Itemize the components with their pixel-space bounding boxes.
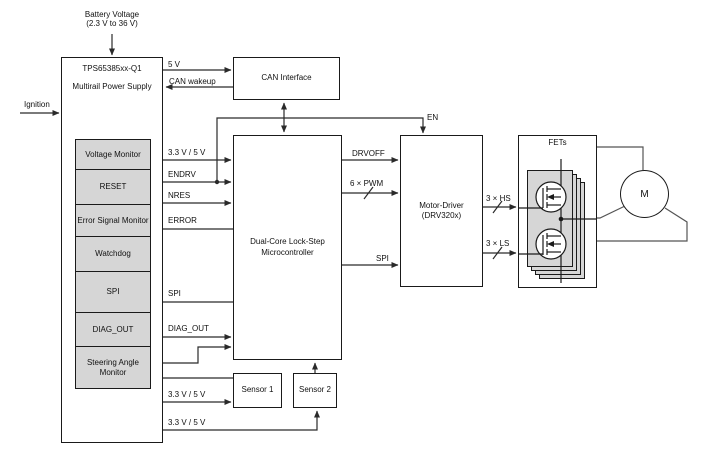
fets-block: FETs bbox=[518, 135, 597, 288]
module-spi: SPI bbox=[75, 271, 151, 313]
mosfet-hs-icon bbox=[519, 181, 567, 213]
module-label: Steering Angle Monitor bbox=[86, 357, 140, 377]
sensor1-label: Sensor 1 bbox=[241, 385, 274, 395]
power-supply-title: TPS65385xx-Q1 bbox=[82, 64, 142, 73]
line-steering-to-mcu bbox=[151, 344, 232, 364]
battery-voltage-line1: Battery Voltage bbox=[84, 10, 140, 19]
motor-driver-block: Motor-Driver (DRV320x) bbox=[400, 135, 483, 287]
signal-label-en: EN bbox=[427, 113, 439, 122]
pwm-bus-slash bbox=[363, 186, 374, 200]
signal-label-ls: 3 × LS bbox=[486, 239, 510, 248]
signal-label-error: ERROR bbox=[168, 216, 197, 225]
battery-voltage-label: Battery Voltage (2.3 V to 36 V) bbox=[57, 10, 167, 28]
power-supply-subtitle: Multirail Power Supply bbox=[72, 82, 152, 92]
signal-label-diag-out: DIAG_OUT bbox=[168, 324, 209, 333]
sensor1-block: Sensor 1 bbox=[233, 373, 282, 408]
signal-label-spi-right: SPI bbox=[376, 254, 389, 263]
mosfet-symbols bbox=[519, 159, 596, 283]
module-error-signal-monitor: Error Signal Monitor bbox=[75, 204, 151, 237]
signal-label-spi-left: SPI bbox=[168, 289, 181, 298]
signal-label-rail33-1: 3.3 V / 5 V bbox=[168, 148, 206, 157]
motor-circle: M bbox=[620, 170, 669, 218]
module-label: Error Signal Monitor bbox=[77, 215, 149, 225]
module-voltage-monitor: Voltage Monitor bbox=[75, 139, 151, 170]
module-label: SPI bbox=[106, 287, 120, 296]
ls-bus-slash bbox=[492, 246, 503, 260]
signal-label-5v: 5 V bbox=[168, 60, 181, 69]
module-reset: RESET bbox=[75, 169, 151, 205]
endrv-junction-dot bbox=[214, 179, 220, 185]
phase-tap-dot bbox=[558, 216, 564, 222]
motor-label: M bbox=[640, 188, 649, 200]
signal-label-hs: 3 × HS bbox=[486, 194, 511, 203]
mosfet-ls-icon bbox=[519, 228, 567, 260]
module-steering-angle-monitor: Steering Angle Monitor bbox=[75, 346, 151, 389]
signal-label-drvoff: DRVOFF bbox=[352, 149, 385, 158]
signal-label-can-wakeup: CAN wakeup bbox=[169, 77, 216, 86]
power-supply-modules: Voltage Monitor RESET Error Signal Monit… bbox=[75, 139, 151, 389]
mcu-block: Dual-Core Lock-Step Microcontroller bbox=[233, 135, 342, 360]
signal-label-endrv: ENDRV bbox=[168, 170, 196, 179]
signal-label-rail33-2: 3.3 V / 5 V bbox=[168, 390, 206, 399]
signal-label-pwm: 6 × PWM bbox=[350, 179, 384, 188]
signal-label-rail33-3: 3.3 V / 5 V bbox=[168, 418, 206, 427]
sensor2-label: Sensor 2 bbox=[298, 385, 332, 395]
module-watchdog: Watchdog bbox=[75, 236, 151, 272]
module-diag-out: DIAG_OUT bbox=[75, 312, 151, 347]
battery-voltage-line2: (2.3 V to 36 V) bbox=[86, 19, 138, 29]
can-interface-label: CAN Interface bbox=[261, 73, 312, 83]
can-interface-block: CAN Interface bbox=[233, 57, 340, 100]
mcu-label-line1: Dual-Core Lock-Step bbox=[250, 237, 325, 247]
ignition-label: Ignition bbox=[24, 100, 50, 109]
module-label: Watchdog bbox=[95, 249, 131, 258]
motor-phase-top bbox=[597, 146, 644, 170]
module-label: DIAG_OUT bbox=[92, 324, 134, 334]
module-label: Voltage Monitor bbox=[85, 149, 141, 159]
module-label: RESET bbox=[99, 182, 127, 191]
motor-driver-label-line2: (DRV320x) bbox=[421, 211, 462, 220]
motor-driver-label-line1: Motor-Driver bbox=[419, 200, 464, 210]
fets-label: FETs bbox=[548, 138, 567, 147]
power-supply-block: TPS65385xx-Q1 Multirail Power Supply Vol… bbox=[61, 57, 163, 443]
motor-phase-mid bbox=[597, 205, 626, 219]
sensor2-block: Sensor 2 bbox=[293, 373, 337, 408]
signal-label-nres: NRES bbox=[168, 191, 191, 200]
mcu-label-line2: Microcontroller bbox=[261, 247, 314, 257]
